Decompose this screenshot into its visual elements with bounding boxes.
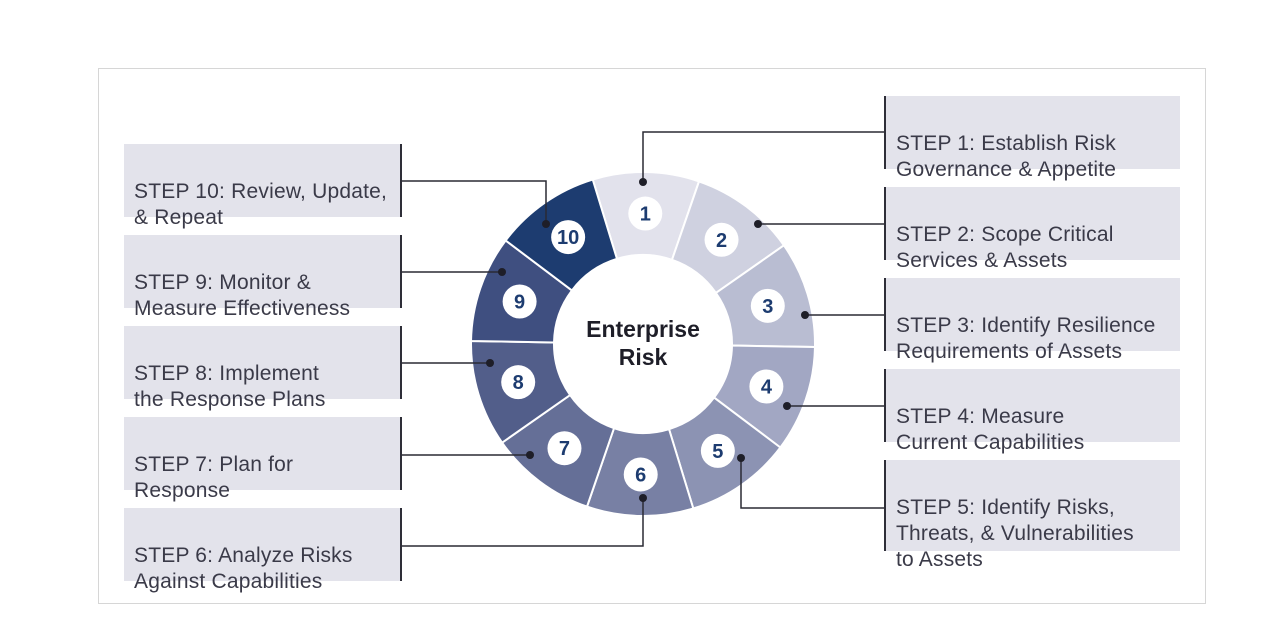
step-1-label: STEP 1: Establish Risk Governance & Appe… xyxy=(896,132,1117,181)
center-circle xyxy=(554,255,732,433)
step-10-badge xyxy=(551,220,586,255)
step-6-badge xyxy=(623,457,658,492)
step-5-number: 5 xyxy=(712,441,723,463)
step-10-box: STEP 10: Review, Update, & Repeat xyxy=(124,144,402,229)
step-4-label: STEP 4: Measure Current Capabilities xyxy=(896,405,1085,454)
step-5-badge xyxy=(700,433,735,468)
step-2-label: STEP 2: Scope Critical Services & Assets xyxy=(896,223,1114,272)
dot-step-8 xyxy=(486,359,494,367)
step-3-box: STEP 3: Identify Resilience Requirements… xyxy=(884,278,1180,363)
step-1-number: 1 xyxy=(640,204,651,226)
step-7-number: 7 xyxy=(559,438,570,460)
step-10-label: STEP 10: Review, Update, & Repeat xyxy=(134,180,388,229)
step-9-label: STEP 9: Monitor & Measure Effectiveness xyxy=(134,271,351,320)
connector-lines xyxy=(402,131,884,547)
step-4-box: STEP 4: Measure Current Capabilities xyxy=(884,369,1180,454)
step-8-box: STEP 8: Implement the Response Plans xyxy=(124,326,402,411)
connector-step-6 xyxy=(402,498,644,547)
step-9-badge xyxy=(502,284,537,319)
dot-step-3 xyxy=(801,311,809,319)
step-5-box: STEP 5: Identify Risks, Threats, & Vulne… xyxy=(884,460,1180,571)
step-2-number: 2 xyxy=(716,230,727,252)
step-4-badge xyxy=(749,369,784,404)
step-9-number: 9 xyxy=(514,292,525,314)
step-3-badge xyxy=(750,288,785,323)
step-6-number: 6 xyxy=(635,464,646,486)
step-6-label: STEP 6: Analyze Risks Against Capabiliti… xyxy=(134,544,353,593)
step-7-badge xyxy=(547,431,582,466)
center-title-line-2: Risk xyxy=(619,344,668,370)
step-6-box: STEP 6: Analyze Risks Against Capabiliti… xyxy=(124,508,402,593)
step-1-box: STEP 1: Establish Risk Governance & Appe… xyxy=(884,96,1180,181)
dot-step-7 xyxy=(526,451,534,459)
step-5-label: STEP 5: Identify Risks, Threats, & Vulne… xyxy=(896,496,1134,571)
dot-step-1 xyxy=(639,178,647,186)
connector-dots xyxy=(486,178,809,502)
dot-step-4 xyxy=(783,402,791,410)
step-7-box: STEP 7: Plan for Response xyxy=(124,417,402,502)
step-8-label: STEP 8: Implement the Response Plans xyxy=(134,362,326,411)
step-2-badge xyxy=(704,222,739,257)
step-4-number: 4 xyxy=(761,376,773,398)
step-3-number: 3 xyxy=(762,296,773,318)
dot-step-9 xyxy=(498,268,506,276)
dot-step-6 xyxy=(639,494,647,502)
diagram-frame xyxy=(98,68,1206,604)
dot-step-5 xyxy=(737,454,745,462)
step-number-badges: 1 2 3 4 5 6 7 8 9 10 xyxy=(501,196,785,492)
connector-step-10 xyxy=(402,180,547,224)
step-9-box: STEP 9: Monitor & Measure Effectiveness xyxy=(124,235,402,320)
step-3-label: STEP 3: Identify Resilience Requirements… xyxy=(896,314,1156,363)
connector-step-5 xyxy=(740,458,884,509)
connector-step-1 xyxy=(642,131,884,182)
dot-step-10 xyxy=(542,220,550,228)
dot-step-2 xyxy=(754,220,762,228)
step-1-badge xyxy=(628,196,663,231)
step-8-badge xyxy=(501,365,536,400)
step-2-box: STEP 2: Scope Critical Services & Assets xyxy=(884,187,1180,272)
center-title-line-1: Enterprise xyxy=(586,316,700,342)
step-10-number: 10 xyxy=(557,227,579,249)
step-8-number: 8 xyxy=(513,372,524,394)
step-7-label: STEP 7: Plan for Response xyxy=(134,453,294,502)
